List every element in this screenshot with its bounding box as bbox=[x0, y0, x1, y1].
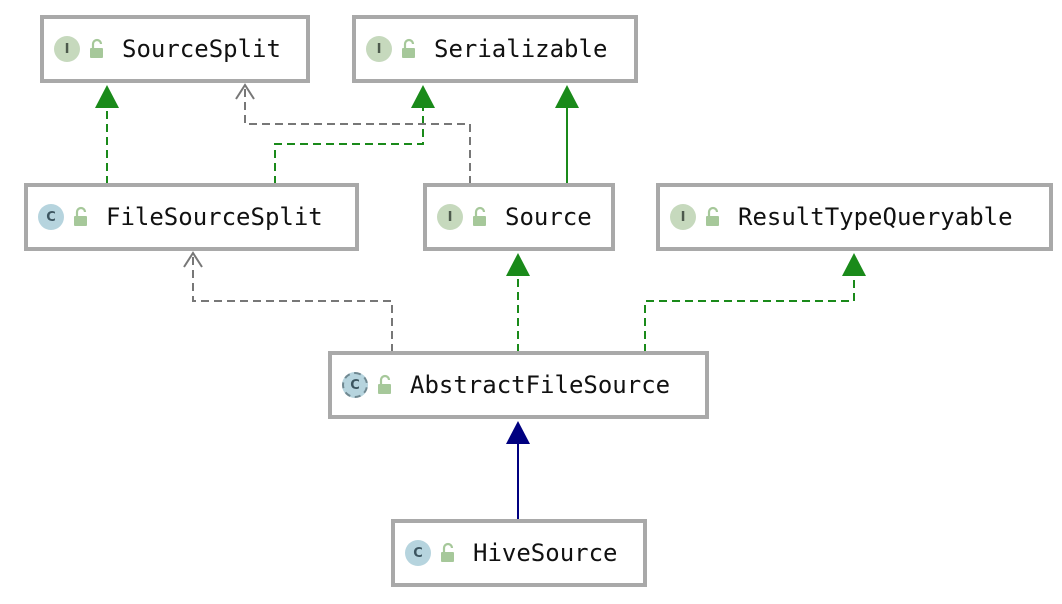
edge-abstractfilesource-dependency-filesourcesplit bbox=[183, 251, 393, 352]
node-filesourcesplit[interactable]: C FileSourceSplit bbox=[24, 183, 359, 251]
interface-icon: I bbox=[366, 36, 392, 62]
node-label: HiveSource bbox=[473, 539, 618, 567]
node-label: SourceSplit bbox=[122, 35, 281, 63]
unlocked-icon bbox=[441, 542, 454, 562]
unlocked-icon bbox=[706, 206, 719, 226]
node-source[interactable]: I Source bbox=[423, 183, 615, 251]
node-label: AbstractFileSource bbox=[410, 371, 671, 399]
unlocked-icon bbox=[473, 206, 486, 226]
node-label: Serializable bbox=[434, 35, 608, 63]
interface-icon: I bbox=[54, 36, 80, 62]
edge-hivesource-extends-abstractfilesource bbox=[506, 421, 530, 520]
edge-source-extends-serializable bbox=[555, 85, 579, 184]
node-abstractfilesource[interactable]: C AbstractFileSource bbox=[328, 351, 709, 419]
class-icon: C bbox=[405, 540, 431, 566]
unlocked-icon bbox=[402, 38, 415, 58]
node-label: Source bbox=[505, 203, 592, 231]
unlocked-icon bbox=[90, 38, 103, 58]
node-label: ResultTypeQueryable bbox=[738, 203, 1013, 231]
class-icon: C bbox=[38, 204, 64, 230]
edge-abstractfilesource-implements-resulttypequeryable bbox=[644, 253, 866, 352]
interface-icon: I bbox=[670, 204, 696, 230]
unlocked-icon bbox=[378, 374, 391, 394]
edge-filesourcesplit-implements-serializable bbox=[274, 85, 435, 184]
interface-icon: I bbox=[437, 204, 463, 230]
edge-filesourcesplit-implements-sourcesplit bbox=[95, 85, 119, 184]
node-hivesource[interactable]: C HiveSource bbox=[391, 519, 647, 587]
node-resulttypequeryable[interactable]: I ResultTypeQueryable bbox=[656, 183, 1053, 251]
node-serializable[interactable]: I Serializable bbox=[352, 15, 638, 83]
node-label: FileSourceSplit bbox=[106, 203, 323, 231]
edge-abstractfilesource-implements-source bbox=[506, 253, 530, 352]
abstract-class-icon: C bbox=[342, 372, 368, 398]
edge-source-dependency-sourcesplit bbox=[235, 83, 471, 184]
node-sourcesplit[interactable]: I SourceSplit bbox=[40, 15, 310, 83]
unlocked-icon bbox=[74, 206, 87, 226]
